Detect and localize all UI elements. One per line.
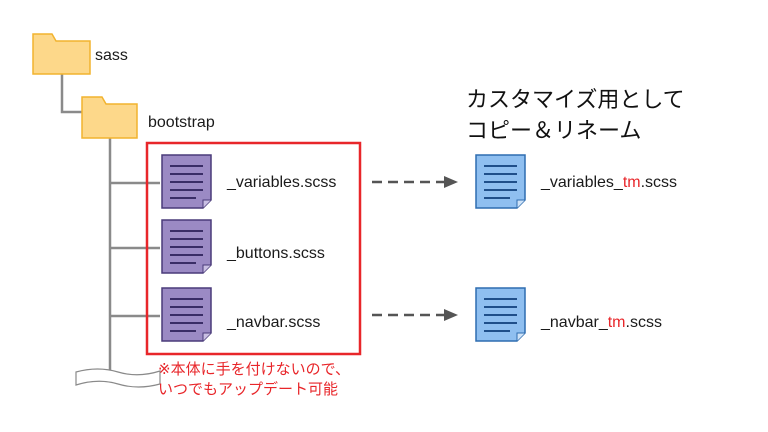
document-icon [161, 219, 212, 274]
folder-icon [81, 96, 138, 139]
file-label-buttons: _buttons.scss [227, 245, 325, 262]
document-icon [475, 287, 526, 342]
copy-rename-heading: カスタマイズ用として コピー＆リネーム [466, 84, 685, 146]
copy-arrow-icon [372, 309, 458, 321]
heading-line-2: コピー＆リネーム [466, 118, 642, 143]
copy-arrow-icon [372, 176, 458, 188]
filename-suffix: .scss [640, 174, 678, 191]
heading-line-1: カスタマイズ用として [466, 87, 685, 112]
note-line-1: ※本体に手を付けないので、 [158, 361, 350, 378]
folder-icon [32, 33, 91, 75]
update-note: ※本体に手を付けないので、 いつでもアップデート可能 [158, 360, 350, 400]
tree-connectors [60, 68, 160, 372]
copied-file-label-navbar: _navbar_tm.scss [541, 313, 662, 333]
copied-file-label-variables: _variables_tm.scss [541, 173, 677, 193]
note-line-2: いつでもアップデート可能 [158, 381, 339, 398]
document-icon [161, 154, 212, 209]
tree-continuation-wave-icon [75, 368, 161, 388]
filename-prefix: _navbar_ [541, 314, 608, 331]
filename-highlight: tm [622, 174, 641, 191]
folder-label-sass: sass [95, 47, 128, 64]
file-label-variables: _variables.scss [227, 174, 337, 191]
filename-suffix: .scss [625, 314, 662, 331]
filename-prefix: _variables_ [541, 174, 623, 191]
filename-highlight: tm [607, 314, 626, 331]
connector-sass-to-bootstrap [60, 68, 82, 114]
file-label-navbar: _navbar.scss [227, 314, 321, 331]
document-icon [161, 287, 212, 342]
folder-label-bootstrap: bootstrap [148, 114, 215, 131]
document-icon [475, 154, 526, 209]
highlight-box [145, 141, 362, 356]
